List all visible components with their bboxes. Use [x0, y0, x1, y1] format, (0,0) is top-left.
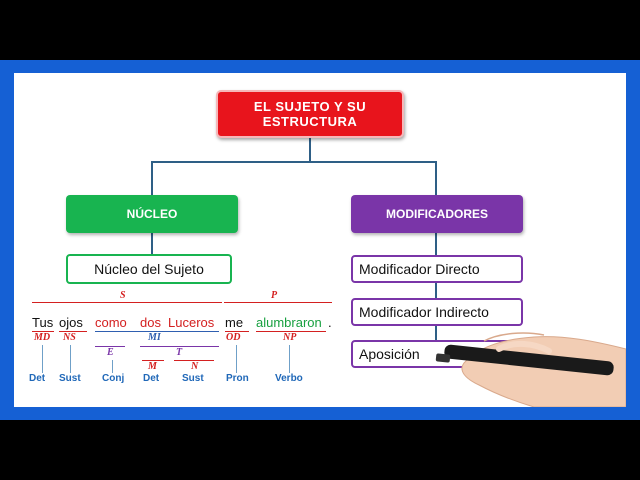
word-me: me — [225, 315, 244, 330]
pos-sust-2: Sust — [182, 373, 204, 384]
pos-verbo: Verbo — [275, 373, 303, 384]
underline-od — [225, 331, 249, 332]
modificadores-header: MODIFICADORES — [351, 195, 523, 233]
pointer-conj — [112, 360, 113, 373]
word-alumbraron: alumbraron — [256, 315, 322, 330]
video-frame: EL SUJETO Y SU ESTRUCTURA NÚCLEO MODIFIC… — [0, 60, 640, 420]
modificador-directo-box: Modificador Directo — [351, 255, 523, 283]
underline-md — [32, 331, 54, 332]
connector-left-down — [151, 161, 153, 195]
subject-bracket — [32, 302, 222, 303]
word-period: . — [328, 315, 332, 330]
underline-n — [174, 360, 214, 361]
pointer-pron — [236, 345, 237, 373]
label-p: P — [271, 290, 278, 301]
connector-horizontal — [151, 161, 435, 163]
label-m: M — [148, 361, 157, 372]
pos-det-1: Det — [29, 373, 46, 384]
label-md: MD — [34, 332, 51, 343]
underline-m — [142, 360, 164, 361]
label-t: T — [176, 347, 183, 358]
connector-nucleo-item — [151, 233, 153, 254]
underline-t — [140, 346, 219, 347]
pos-conj: Conj — [102, 373, 125, 384]
pos-det-2: Det — [143, 373, 160, 384]
label-np: NP — [283, 332, 297, 343]
word-tus: Tus — [32, 315, 54, 330]
connector-title-down — [309, 138, 311, 162]
connector-mod-items — [435, 233, 437, 341]
pos-sust-1: Sust — [59, 373, 81, 384]
underline-ns — [59, 331, 87, 332]
predicate-bracket — [224, 302, 332, 303]
label-s: S — [120, 290, 126, 301]
label-mi: MI — [148, 332, 161, 343]
underline-np — [256, 331, 326, 332]
diagram-title: EL SUJETO Y SU ESTRUCTURA — [216, 90, 404, 138]
pointer-det-1 — [42, 345, 43, 373]
connector-right-down — [435, 161, 437, 195]
whiteboard: EL SUJETO Y SU ESTRUCTURA NÚCLEO MODIFIC… — [14, 73, 626, 407]
drawing-hand-icon — [435, 332, 626, 407]
word-luceros: Luceros — [168, 315, 215, 330]
label-n: N — [191, 361, 199, 372]
pos-pron: Pron — [226, 373, 249, 384]
underline-mi — [95, 331, 219, 332]
modificador-indirecto-box: Modificador Indirecto — [351, 298, 523, 326]
pointer-verbo — [289, 345, 290, 373]
pointer-sust-1 — [70, 345, 71, 373]
label-od: OD — [226, 332, 241, 343]
word-dos: dos — [140, 315, 161, 330]
nucleo-header: NÚCLEO — [66, 195, 238, 233]
underline-e — [95, 346, 125, 347]
nucleo-del-sujeto-box: Núcleo del Sujeto — [66, 254, 232, 284]
word-como: como — [95, 315, 127, 330]
word-ojos: ojos — [59, 315, 83, 330]
label-ns: NS — [63, 332, 76, 343]
label-e: E — [107, 347, 114, 358]
